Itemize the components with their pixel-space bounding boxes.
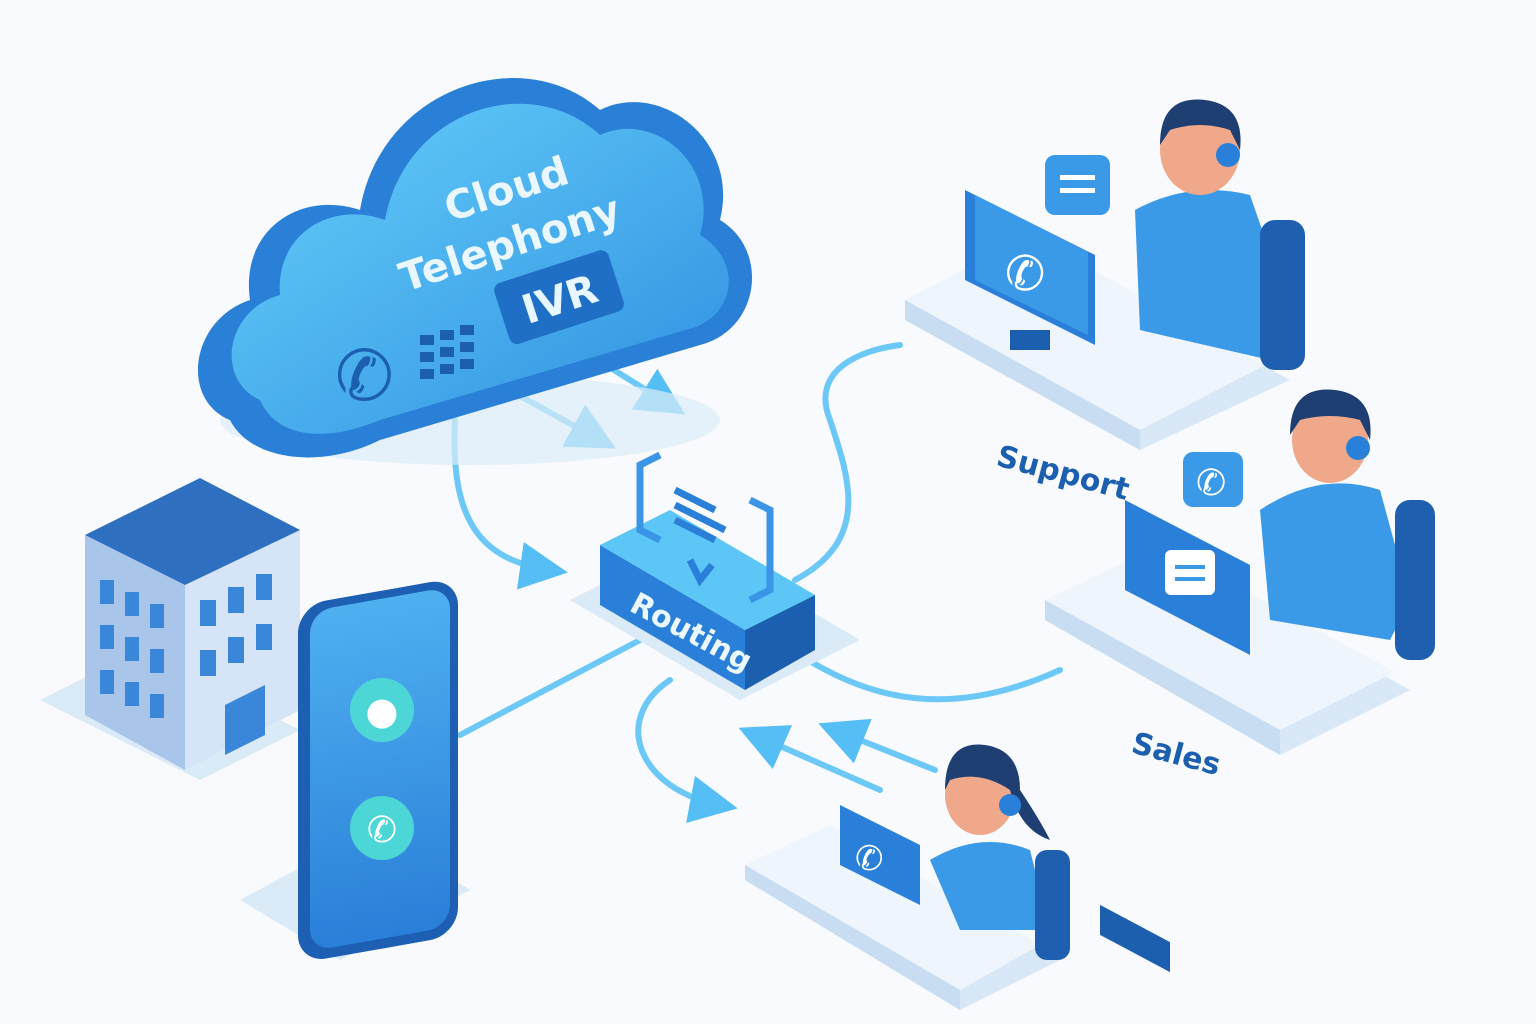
routing-hub[interactable]: Routing [570,451,860,700]
router-to-agent-curve [635,677,738,824]
keypad-icon [420,325,474,379]
support-agent-1: ✆ [905,99,1305,973]
routing-document-icon [636,451,774,604]
person-icon: ● [365,689,398,733]
chat-message-icon [1165,550,1215,595]
router-to-support-line [792,342,903,583]
sales-label: Sales [1128,726,1224,783]
call-icon[interactable] [350,796,414,860]
chat-bubble-icon [1045,155,1110,215]
office-building [40,478,300,780]
laptop-phone-icon: ✆ [855,839,884,879]
support-agent-2: ✆ [1045,389,1435,755]
sales-agent: ✆ [745,744,1070,1010]
cloud-telephony[interactable]: Cloud Telephony IVR ✆ [197,78,753,465]
phone-handset-icon: ✆ [335,335,394,417]
call-phone-icon: ✆ [367,810,397,851]
contact-icon[interactable] [350,678,414,742]
support-label: Support [993,439,1133,508]
agent-to-router-arrow [738,725,883,793]
phone-bubble-icon: ✆ [1183,452,1243,507]
svg-text:✆: ✆ [1196,463,1226,504]
router-to-sales-line [797,652,1063,703]
smartphone[interactable]: ● ✆ [240,577,470,963]
monitor: ✆ [965,190,1095,350]
agent-to-router-arrow-2 [818,718,938,773]
phone-icon: ✆ [1005,246,1045,302]
phone-to-router-line [457,637,643,738]
